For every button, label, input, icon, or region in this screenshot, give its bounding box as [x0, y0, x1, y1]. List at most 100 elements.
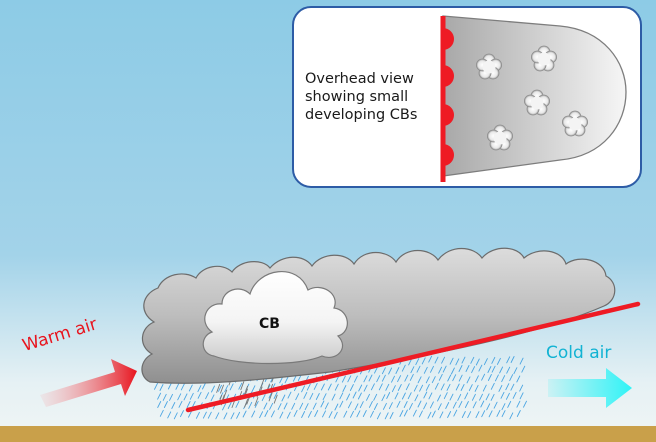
rain-streak-icon — [475, 358, 480, 366]
rain-streak-icon — [189, 392, 194, 400]
rain-streak-icon — [460, 384, 465, 391]
rain-streak-icon — [516, 375, 521, 383]
rain-streak-icon — [468, 384, 473, 392]
rain-streak-icon — [216, 383, 221, 393]
rain-streak-icon — [270, 410, 275, 418]
rain-streak-icon — [413, 384, 418, 392]
rain-streak-icon — [399, 410, 404, 417]
rain-streak-icon — [261, 394, 266, 402]
rain-streak-icon — [324, 402, 329, 410]
rain-streak-icon — [186, 401, 191, 408]
rain-streak-icon — [519, 357, 524, 365]
rain-streak-icon — [415, 358, 420, 366]
rain-streak-icon — [455, 383, 460, 391]
rain-streak-icon — [202, 411, 207, 419]
rain-streak-icon — [405, 383, 410, 391]
cb-label: CB — [259, 316, 280, 332]
rain-streak-icon — [159, 409, 164, 417]
rain-streak-icon — [381, 367, 386, 375]
rain-streak-icon — [159, 384, 164, 391]
rain-streak-icon — [445, 402, 450, 409]
rain-streak-icon — [281, 394, 286, 402]
rain-streak-icon — [287, 391, 292, 399]
rain-streak-icon — [223, 412, 228, 420]
rain-streak-icon — [248, 401, 253, 409]
rain-streak-icon — [349, 384, 354, 391]
rain-streak-icon — [210, 394, 215, 402]
rain-streak-icon — [510, 356, 515, 363]
cold-air-arrow-icon — [548, 368, 632, 408]
rain-streak-icon — [452, 374, 457, 382]
rain-streak-icon — [391, 385, 396, 393]
cold-air-label: Cold air — [546, 343, 612, 363]
rain-streak-icon — [401, 364, 406, 372]
rain-streak-icon — [521, 365, 526, 373]
rain-streak-icon — [490, 382, 495, 390]
rain-streak-icon — [279, 411, 284, 419]
rain-streak-icon — [286, 411, 291, 419]
rain-streak-icon — [157, 392, 162, 400]
rain-streak-icon — [180, 383, 185, 391]
rain-streak-icon — [301, 385, 306, 393]
rain-streak-icon — [215, 412, 220, 420]
rain-streak-icon — [513, 367, 518, 375]
rain-streak-icon — [438, 373, 443, 381]
rain-streak-icon — [224, 385, 229, 393]
rain-streak-icon — [357, 392, 362, 400]
rain-streak-icon — [268, 391, 273, 399]
rain-streak-icon — [478, 364, 483, 372]
rain-streak-icon — [461, 356, 466, 364]
rain-streak-icon — [428, 355, 433, 363]
rain-streak-icon — [439, 411, 444, 419]
rain-streak-icon — [481, 410, 486, 418]
rain-streak-icon — [486, 403, 491, 411]
rain-streak-icon — [195, 411, 200, 419]
front-semicircle-icon — [443, 28, 454, 166]
rain-streak-icon — [279, 376, 284, 384]
rain-streak-icon — [301, 411, 306, 418]
rain-streak-icon — [467, 411, 472, 419]
rain-streak-icon — [191, 401, 196, 408]
rain-streak-icon — [382, 402, 387, 410]
rain-streak-icon — [177, 393, 182, 401]
rain-streak-icon — [277, 403, 282, 411]
rain-streak-icon — [408, 358, 413, 366]
rain-streak-icon — [154, 382, 158, 390]
rain-streak-icon — [416, 365, 421, 373]
rain-streak-icon — [173, 412, 178, 420]
rain-streak-icon — [385, 383, 390, 391]
rain-streak-icon — [295, 393, 300, 401]
rain-streak-icon — [171, 402, 176, 409]
rain-streak-icon — [334, 403, 339, 411]
cb-cloud — [202, 271, 348, 365]
rain-streak-icon — [363, 375, 368, 383]
rain-streak-icon — [188, 384, 193, 392]
rain-streak-icon — [434, 356, 439, 364]
rain-streak-icon — [403, 401, 408, 408]
rain-streak-icon — [490, 393, 495, 401]
rain-streak-icon — [443, 392, 448, 400]
rain-streak-icon — [396, 400, 401, 408]
rain-streak-icon — [244, 398, 249, 408]
rain-streak-icon — [376, 412, 381, 420]
rain-streak-icon — [516, 410, 521, 417]
rain-streak-icon — [509, 374, 514, 382]
rain-streak-icon — [363, 384, 368, 392]
rain-streak-icon — [437, 403, 442, 411]
rain-streak-icon — [342, 385, 347, 392]
rain-streak-icon — [458, 365, 463, 372]
rain-streak-icon — [501, 403, 506, 411]
rain-streak-icon — [423, 402, 428, 410]
rain-streak-icon — [440, 383, 445, 391]
rain-streak-icon — [397, 384, 402, 391]
rain-streak-icon — [481, 373, 486, 381]
rain-streak-icon — [431, 376, 436, 384]
rain-streak-icon — [211, 385, 215, 393]
rain-streak-icon — [401, 392, 406, 400]
rain-streak-icon — [162, 393, 167, 401]
rain-streak-icon — [449, 393, 454, 401]
rain-streak-icon — [474, 375, 479, 383]
rain-streak-icon — [359, 401, 364, 409]
